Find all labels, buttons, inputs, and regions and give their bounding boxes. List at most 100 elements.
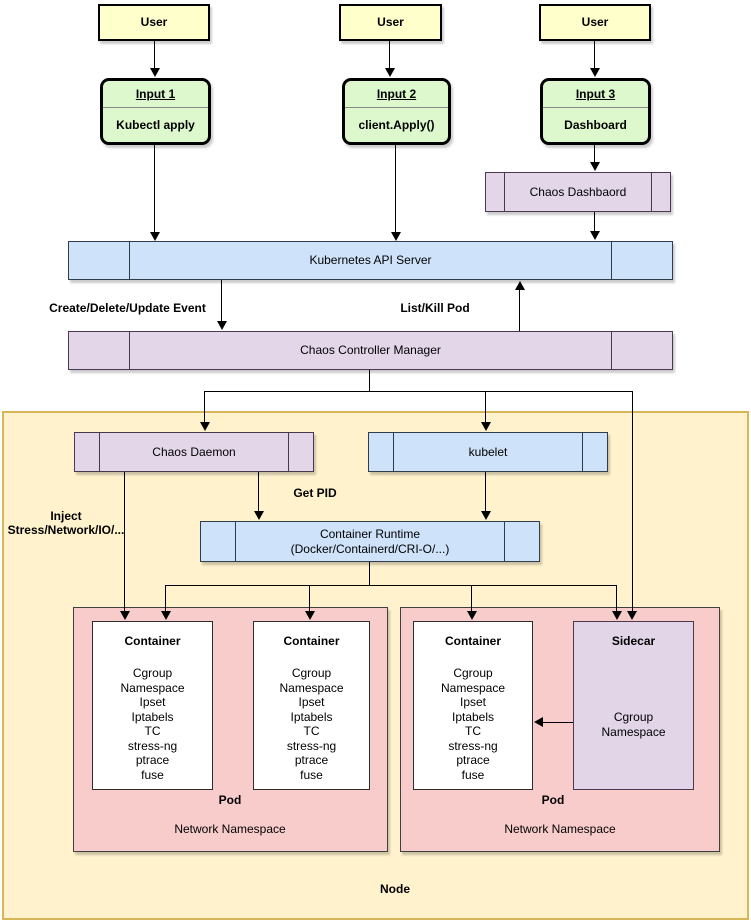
process-divider bbox=[504, 522, 506, 561]
container-runtime-label: Container Runtime (Docker/Containerd/CRI… bbox=[290, 526, 450, 556]
user-label: User bbox=[140, 15, 168, 29]
user-label: User bbox=[581, 15, 609, 29]
edge-runtime-container1 bbox=[165, 585, 167, 611]
chaos-daemon-label: Chaos Daemon bbox=[152, 444, 236, 459]
arrowhead bbox=[612, 611, 622, 620]
edge-user1-input1 bbox=[154, 41, 156, 68]
arrowhead bbox=[217, 321, 227, 330]
process-divider bbox=[650, 173, 652, 211]
kubelet-box: kubelet bbox=[368, 432, 608, 472]
pod-label-2: Pod bbox=[541, 793, 565, 807]
input-command: Dashboard bbox=[564, 117, 627, 132]
edge-daemon-container1-inject bbox=[124, 472, 126, 611]
edge-dashboard-apiserver bbox=[594, 212, 596, 231]
chaos-dashboard-label: Chaos Dashbaord bbox=[529, 184, 627, 199]
edge-apiserver-controllermanager bbox=[221, 280, 223, 321]
edge-input1-apiserver bbox=[154, 145, 156, 232]
edge-input3-dashboard bbox=[594, 145, 596, 162]
input-box-2: Input 2 client.Apply() bbox=[342, 78, 451, 145]
node-label: Node bbox=[380, 882, 410, 896]
network-namespace-label-1: Network Namespace bbox=[174, 822, 286, 836]
arrowhead bbox=[515, 281, 525, 290]
network-namespace-label-2: Network Namespace bbox=[504, 822, 616, 836]
edge-runtime-split bbox=[166, 584, 617, 586]
arrowhead bbox=[385, 68, 395, 77]
input-command: Kubectl apply bbox=[116, 117, 195, 132]
edge-user2-input2 bbox=[389, 41, 391, 68]
process-divider bbox=[504, 173, 506, 211]
user-label: User bbox=[377, 15, 404, 29]
user-box-1: User bbox=[98, 4, 210, 41]
edge-ccm-kubelet bbox=[485, 391, 487, 422]
input-divider bbox=[103, 107, 208, 108]
api-server-label: Kubernetes API Server bbox=[309, 253, 432, 267]
process-divider bbox=[582, 433, 584, 471]
arrowhead bbox=[254, 511, 264, 520]
container-capability-list: Cgroup Namespace Ipset Iptabels TC stres… bbox=[120, 666, 185, 782]
sidecar-box: Sidecar Cgroup Namespace bbox=[573, 621, 694, 790]
edge-runtime-drop bbox=[369, 562, 371, 586]
kubelet-label: kubelet bbox=[468, 444, 508, 459]
container-box-3: Container Cgroup Namespace Ipset Iptabel… bbox=[413, 621, 533, 790]
container-title: Container bbox=[124, 634, 181, 648]
arrowhead bbox=[481, 422, 491, 431]
arrowhead bbox=[150, 232, 160, 241]
edge-user3-input3 bbox=[594, 41, 596, 68]
user-box-2: User bbox=[339, 4, 442, 41]
chaos-daemon-box: Chaos Daemon bbox=[74, 432, 314, 472]
list-kill-pod-label: List/Kill Pod bbox=[400, 301, 470, 315]
input-command: client.Apply() bbox=[358, 117, 435, 132]
input-title: Input 2 bbox=[376, 86, 417, 101]
edge-runtime-container2 bbox=[309, 585, 311, 611]
process-divider bbox=[610, 332, 612, 369]
sidecar-title: Sidecar bbox=[611, 634, 656, 648]
pod-label-1: Pod bbox=[218, 793, 242, 807]
arrowhead bbox=[481, 511, 491, 520]
arrowhead bbox=[590, 231, 600, 240]
edge-ccm-drop bbox=[369, 370, 371, 391]
process-divider bbox=[610, 242, 612, 279]
controller-manager-label: Chaos Controller Manager bbox=[300, 343, 441, 357]
edge-runtime-sidecar bbox=[616, 585, 618, 611]
container-capability-list: Cgroup Namespace Ipset Iptabels TC stres… bbox=[440, 666, 506, 782]
arrowhead bbox=[627, 611, 637, 620]
controller-manager-box: Chaos Controller Manager bbox=[68, 331, 673, 370]
edge-ccm-chaosdaemon bbox=[204, 391, 206, 422]
container-capability-list: Cgroup Namespace Ipset Iptabels TC stres… bbox=[279, 666, 344, 782]
arrowhead bbox=[467, 611, 477, 620]
arrowhead bbox=[534, 717, 543, 727]
arrowhead bbox=[590, 68, 600, 77]
inject-stress-label: Inject Stress/Network/IO/... bbox=[7, 509, 125, 537]
edge-ccm-sidecar bbox=[631, 391, 633, 611]
process-divider bbox=[392, 433, 394, 471]
container-runtime-box: Container Runtime (Docker/Containerd/CRI… bbox=[200, 521, 540, 562]
container-box-2: Container Cgroup Namespace Ipset Iptabel… bbox=[253, 621, 370, 790]
edge-runtime-container3 bbox=[471, 585, 473, 611]
process-divider bbox=[129, 242, 131, 279]
arrowhead bbox=[161, 611, 171, 620]
sidecar-capability-list: Cgroup Namespace bbox=[601, 710, 666, 739]
input-title: Input 3 bbox=[575, 86, 616, 101]
edge-input2-apiserver bbox=[395, 145, 397, 232]
process-divider bbox=[234, 522, 236, 561]
arrowhead bbox=[120, 611, 130, 620]
api-server-box: Kubernetes API Server bbox=[68, 241, 673, 280]
container-box-1: Container Cgroup Namespace Ipset Iptabel… bbox=[92, 621, 213, 790]
container-title: Container bbox=[283, 634, 340, 648]
input-divider bbox=[345, 107, 448, 108]
input-title: Input 1 bbox=[135, 86, 176, 101]
arrowhead bbox=[590, 162, 600, 171]
edge-sidecar-container3 bbox=[543, 721, 573, 723]
get-pid-label: Get PID bbox=[293, 486, 337, 500]
process-divider bbox=[129, 332, 131, 369]
input-box-1: Input 1 Kubectl apply bbox=[100, 78, 211, 145]
edge-controllermanager-apiserver bbox=[519, 289, 521, 331]
chaos-dashboard-box: Chaos Dashbaord bbox=[485, 172, 671, 212]
arrowhead bbox=[305, 611, 315, 620]
edge-ccm-split bbox=[205, 390, 633, 392]
arrowhead bbox=[150, 68, 160, 77]
user-box-3: User bbox=[539, 4, 651, 41]
process-divider bbox=[98, 433, 100, 471]
create-delete-update-event-label: Create/Delete/Update Event bbox=[49, 301, 206, 315]
